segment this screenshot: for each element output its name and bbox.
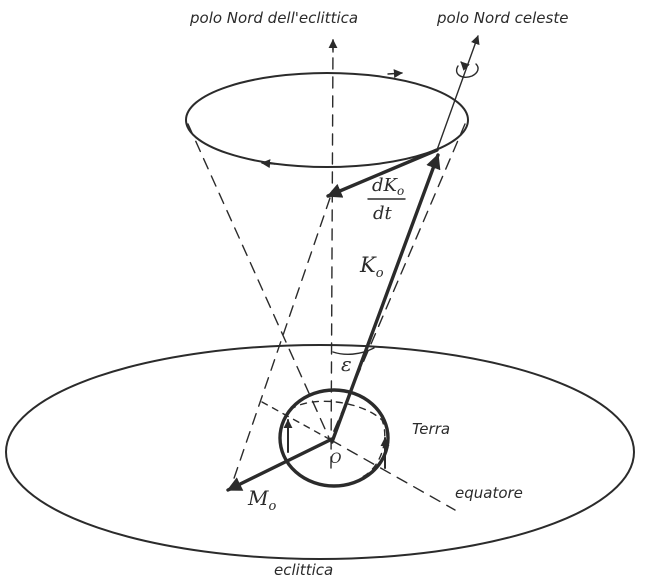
equator-line-lower: [330, 439, 456, 511]
equator-line-upper: [261, 401, 332, 441]
ecliptic-plane: [5, 344, 635, 560]
rate-vector: [326, 148, 439, 198]
rate-numerator-main: dK: [372, 175, 399, 196]
torque-label: Mo: [247, 486, 276, 514]
torque-sub: o: [268, 499, 276, 514]
origin-label: O: [330, 451, 342, 467]
torque-projection-line: [229, 197, 331, 491]
angular-momentum-vector: [330, 153, 441, 444]
rim-arrow-bottom: [261, 159, 276, 169]
angular-momentum-sub: o: [376, 266, 384, 281]
ecliptic-pole-axis: [330, 39, 334, 469]
precession-cone-rim: [185, 72, 469, 168]
obliquity-label: ε: [341, 352, 352, 376]
angular-momentum-main: K: [359, 253, 377, 277]
earth-equator: [289, 400, 386, 479]
ecliptic-label: eclittica: [274, 561, 333, 579]
rotation-curl-icon: [455, 63, 479, 78]
rate-numerator-sub: o: [397, 184, 404, 198]
rotation-curl-arrow: [460, 61, 470, 71]
rim-arrow-top: [387, 69, 403, 79]
cone-edge-left: [187, 123, 331, 441]
torque-vector: [226, 438, 332, 492]
angular-momentum-label: Ko: [359, 253, 384, 281]
obliquity-arc: [332, 347, 375, 356]
rate-numerator-label: dKo: [372, 175, 404, 198]
earth-label: Terra: [412, 420, 450, 438]
equator-label: equatore: [455, 484, 523, 502]
rate-denominator-label: dt: [373, 203, 393, 224]
ecliptic-north-pole-label: polo Nord dell'eclittica: [189, 9, 358, 27]
celestial-pole-axis: [436, 35, 480, 151]
celestial-north-pole-label: polo Nord celeste: [436, 9, 568, 27]
torque-main: M: [247, 486, 269, 510]
